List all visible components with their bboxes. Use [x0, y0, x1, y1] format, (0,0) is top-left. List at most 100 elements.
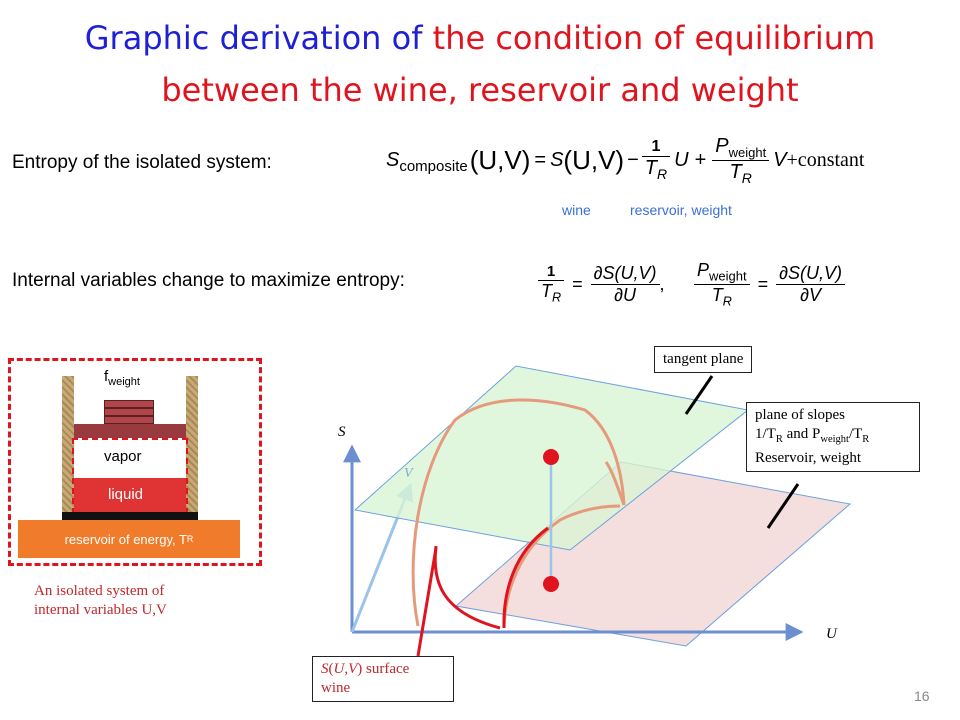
- label-reservoir-weight: reservoir, weight: [630, 202, 732, 218]
- eq1-equals: =: [534, 148, 547, 171]
- cylinder-wall-left: [62, 376, 74, 520]
- eq1-frac-one-over-TR: 1 TR: [641, 138, 671, 182]
- force-sub: weight: [108, 376, 140, 388]
- surface-curve-top: [411, 398, 626, 627]
- surface-S: S: [321, 661, 329, 677]
- force-f: f: [104, 368, 109, 385]
- weight-brick-2: [104, 408, 154, 416]
- caption-line2: internal variables U,V: [34, 602, 167, 618]
- eq1-lhs-args: (U,V): [469, 144, 531, 175]
- eq2-frac-P-over-TR: Pweight TR: [694, 260, 750, 308]
- eq1-plus: +: [694, 148, 707, 171]
- slopes-over-T: /T: [848, 426, 863, 442]
- slopes-plane-callout: plane of slopes 1/TR and Pweight/TR Rese…: [746, 402, 920, 472]
- slopes-line2: 1/TR and Pweight/TR: [755, 425, 911, 449]
- slopes-R-sub-2: R: [862, 434, 870, 445]
- slopes-line1: plane of slopes: [755, 407, 845, 423]
- page-number: 16: [914, 688, 930, 704]
- reservoir-sub: R: [186, 534, 194, 544]
- isolated-system-boundary: [8, 358, 262, 566]
- equilibrium-equation-V: Pweight TR = ∂S(U,V) ∂V: [694, 254, 846, 314]
- eq2-frac-dS-dV: ∂S(U,V) ∂V: [776, 263, 846, 306]
- eq2-weight: weight: [709, 268, 747, 284]
- eq2-equals: =: [572, 273, 583, 294]
- eq1-R2: R: [741, 169, 752, 186]
- slopes-line3: Reservoir, weight: [755, 450, 862, 466]
- eq1-V: V: [773, 148, 787, 171]
- weight-brick-3: [104, 416, 154, 424]
- surface-curve-bottom-red: [502, 526, 549, 629]
- liquid-label: liquid: [108, 486, 144, 503]
- axis-v-label: V: [404, 466, 413, 481]
- slopes-R-sub: R: [775, 434, 783, 445]
- surface-line2: wine: [321, 680, 351, 696]
- eq2-R: R: [552, 290, 562, 305]
- title-blue-part: Graphic derivation of: [84, 19, 433, 57]
- eq2-R2: R: [722, 294, 732, 309]
- entropy-label: Entropy of the isolated system:: [12, 152, 272, 173]
- tangent-plane-callout: tangent plane: [654, 346, 753, 373]
- eq2-frac-one-over-TR: 1 TR: [538, 263, 565, 305]
- surface-UV: U,V: [333, 661, 358, 677]
- slope-point: [543, 576, 559, 592]
- eq1-T2: T: [729, 160, 742, 183]
- eq1-composite: composite: [399, 157, 468, 175]
- surface-line1: S(U,V) surface: [321, 660, 445, 679]
- slopes-weight-sub: weight: [820, 434, 849, 445]
- equilibrium-equation-U: 1 TR = ∂S(U,V) ∂U ,: [538, 254, 665, 314]
- eq2-P: P: [697, 259, 710, 280]
- slide-title-line2: between the wine, reservoir and weight: [161, 71, 799, 109]
- eq2-T2: T: [711, 284, 723, 305]
- label-wine: wine: [562, 202, 591, 218]
- eq2-one: 1: [538, 263, 565, 282]
- slopes-1-over-T: 1/T: [755, 426, 776, 442]
- maximize-label: Internal variables change to maximize en…: [12, 270, 405, 291]
- piston: [74, 424, 186, 438]
- eq2-frac-dS-dU: ∂S(U,V) ∂U: [590, 263, 660, 306]
- vapor-region: [74, 440, 186, 478]
- tangent-callout-line: [684, 375, 714, 415]
- eq2-T: T: [541, 281, 552, 302]
- eq1-frac-P-over-TR: Pweight TR: [712, 134, 770, 186]
- surface-curve-right: [604, 461, 626, 506]
- surface-word: ) surface: [357, 661, 410, 677]
- eq1-P: P: [715, 134, 729, 157]
- eq1-one: 1: [641, 138, 671, 157]
- eq1-U: U: [674, 148, 689, 171]
- eq2-dV: ∂V: [800, 284, 822, 305]
- eq1-weight: weight: [728, 144, 767, 160]
- caption-line1: An isolated system of: [34, 583, 165, 599]
- eq2-dS-V: ∂S(U,V): [776, 263, 846, 285]
- eq1-T: T: [644, 157, 657, 179]
- eq1-rhs-args: (U,V): [563, 144, 625, 175]
- eq1-constant: +constant: [786, 148, 865, 171]
- eq1-R: R: [657, 166, 668, 182]
- cylinder-base: [62, 512, 198, 520]
- eq2-dS-U: ∂S(U,V): [590, 263, 660, 285]
- isolated-system-caption: An isolated system of internal variables…: [34, 582, 167, 620]
- reservoir-label: reservoir of energy, T: [64, 531, 187, 547]
- title-red-part: the condition of equilibrium: [432, 19, 876, 57]
- surface-callout: S(U,V) surface wine: [312, 656, 454, 702]
- surface-paren-open: (: [328, 661, 334, 677]
- surface-callout-line: [416, 547, 438, 657]
- axis-s-label: S: [338, 424, 346, 440]
- force-label: fweight: [104, 368, 140, 388]
- axis-u-label: U: [826, 626, 837, 642]
- tangent-point: [543, 449, 559, 465]
- eq1-minus: −: [627, 148, 639, 171]
- eq1-rhs-S: S: [550, 148, 564, 171]
- vapor-label: vapor: [104, 448, 142, 465]
- eq2-comma: ,: [659, 273, 665, 294]
- liquid-region: [74, 478, 186, 512]
- cylinder-wall-right: [186, 376, 198, 520]
- slide-title: Graphic derivation of the condition of e…: [0, 16, 960, 60]
- eq1-S: S: [386, 148, 400, 171]
- eq2-equals2: =: [757, 273, 769, 294]
- slopes-and-P: and P: [782, 426, 821, 442]
- slopes-callout-line: [766, 483, 800, 529]
- weight-brick-1: [104, 400, 154, 408]
